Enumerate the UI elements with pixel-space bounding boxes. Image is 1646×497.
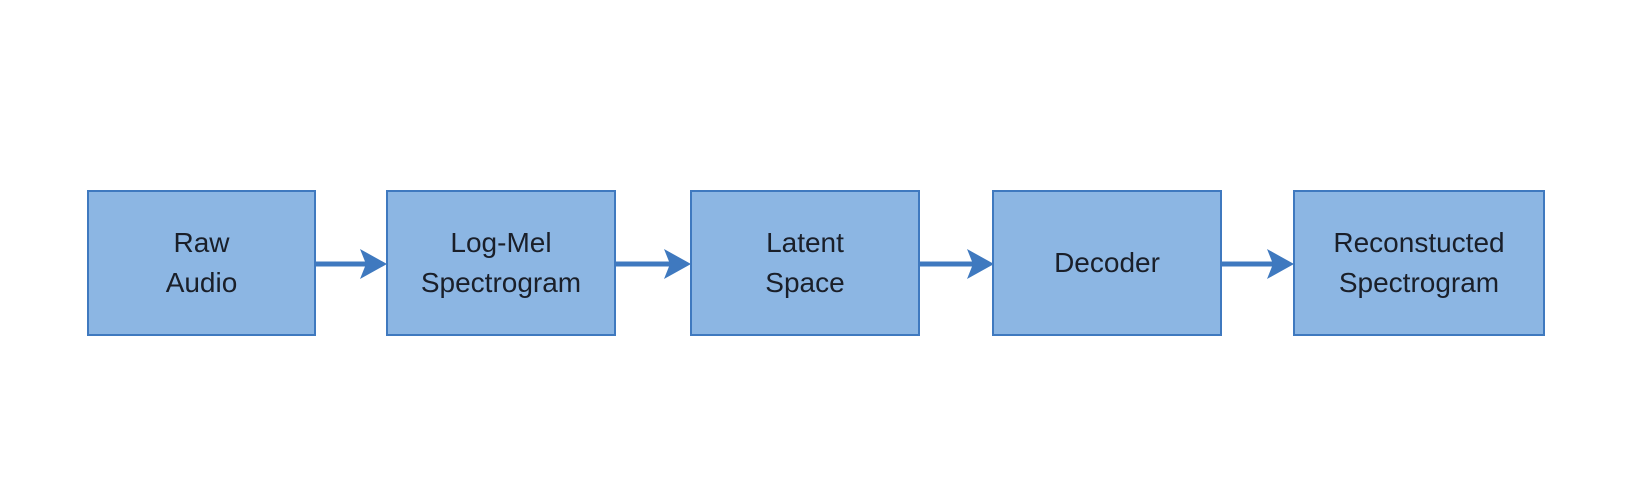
node-latent-space: Latent Space	[690, 190, 920, 336]
node-decoder: Decoder	[992, 190, 1222, 336]
node-log-mel-spectrogram: Log-Mel Spectrogram	[386, 190, 616, 336]
node-label-line: Raw	[173, 227, 230, 258]
node-label-line: Spectrogram	[1338, 267, 1500, 298]
arrow-logmel-to-latent	[616, 249, 691, 279]
node-label-line: Decoder	[1054, 247, 1160, 278]
node-label-line: Spectrogram	[420, 267, 582, 298]
node-reconstructed-spectrogram: Reconstucted Spectrogram	[1293, 190, 1545, 336]
node-label-line: Reconstucted	[1333, 227, 1505, 258]
arrow-latent-to-decoder	[920, 249, 994, 279]
arrow-raw-to-logmel	[316, 249, 387, 279]
node-label-line: Audio	[165, 267, 238, 298]
node-label-line: Latent	[766, 227, 844, 258]
node-label-line: Log-Mel	[450, 227, 552, 258]
arrow-decoder-to-reconstructed	[1222, 249, 1294, 279]
node-raw-audio: Raw Audio	[87, 190, 316, 336]
node-label-line: Space	[765, 267, 845, 298]
